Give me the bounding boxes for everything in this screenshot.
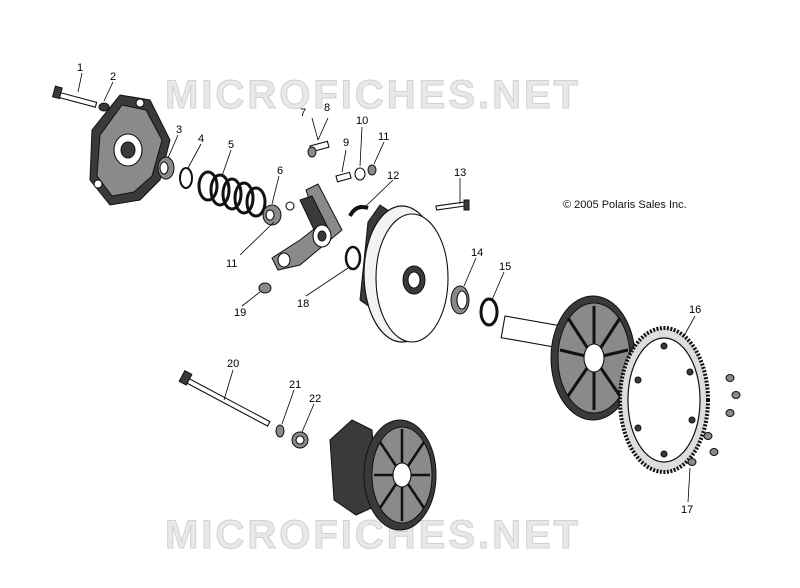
part-moveable-sheave bbox=[359, 204, 449, 343]
part-14-bushing bbox=[450, 285, 470, 315]
callout-numbers: 1 2 3 4 5 6 7 8 9 10 11 11 12 13 14 15 1… bbox=[77, 62, 701, 516]
callout-22: 22 bbox=[309, 393, 321, 405]
part-6-bushing bbox=[262, 204, 282, 226]
callout-1: 1 bbox=[77, 62, 83, 74]
watermark-top: MICROFICHES.NET bbox=[165, 73, 581, 117]
leader-lines bbox=[77, 72, 696, 503]
part-1-bolt bbox=[51, 85, 98, 108]
part-19-nut bbox=[258, 282, 272, 294]
callout-6: 6 bbox=[277, 165, 283, 177]
copyright-notice: © 2005 Polaris Sales Inc. bbox=[563, 199, 687, 211]
part-9-pin bbox=[335, 171, 352, 183]
part-10-washer bbox=[354, 167, 366, 181]
watermark-bottom: MICROFICHES.NET bbox=[165, 513, 581, 557]
part-fixed-sheave bbox=[500, 295, 636, 421]
callout-20: 20 bbox=[227, 358, 239, 370]
part-20-bolt bbox=[178, 370, 271, 427]
part-spider-arm bbox=[271, 183, 343, 271]
callout-8: 8 bbox=[324, 102, 330, 114]
part-assembled-clutch bbox=[329, 419, 437, 531]
callout-14: 14 bbox=[471, 247, 483, 259]
callout-16: 16 bbox=[689, 304, 701, 316]
callout-21: 21 bbox=[289, 379, 301, 391]
part-roller bbox=[285, 201, 295, 211]
part-17-screws bbox=[687, 374, 741, 466]
part-15-ring bbox=[479, 297, 499, 327]
callout-11-lower: 11 bbox=[226, 258, 237, 270]
part-22-bushing bbox=[291, 431, 309, 449]
part-12-clip bbox=[348, 205, 369, 217]
callout-10: 10 bbox=[356, 115, 368, 127]
part-11-washer bbox=[367, 164, 377, 176]
part-21-washer bbox=[275, 424, 285, 438]
callout-3: 3 bbox=[176, 124, 182, 136]
part-18-ring bbox=[344, 245, 362, 271]
callout-7: 7 bbox=[300, 107, 306, 119]
callout-18: 18 bbox=[297, 298, 309, 310]
callout-5: 5 bbox=[228, 139, 234, 151]
callout-9: 9 bbox=[343, 137, 349, 149]
part-2-washer bbox=[98, 102, 110, 112]
callout-15: 15 bbox=[499, 261, 511, 273]
callout-17: 17 bbox=[681, 504, 693, 516]
callout-11-upper: 11 bbox=[378, 131, 389, 143]
callout-13: 13 bbox=[454, 167, 466, 179]
callout-12: 12 bbox=[387, 170, 399, 182]
callout-19: 19 bbox=[234, 307, 246, 319]
callout-2: 2 bbox=[110, 71, 116, 83]
part-13-bolt bbox=[435, 199, 470, 211]
callout-4: 4 bbox=[198, 133, 204, 145]
part-5-spring bbox=[197, 170, 267, 218]
part-3-bushing bbox=[157, 156, 175, 180]
part-7-8-pin bbox=[307, 140, 330, 158]
part-4-snap-ring bbox=[179, 167, 193, 189]
part-16-ring-gear bbox=[618, 326, 710, 474]
part-cover-plate bbox=[89, 94, 171, 206]
